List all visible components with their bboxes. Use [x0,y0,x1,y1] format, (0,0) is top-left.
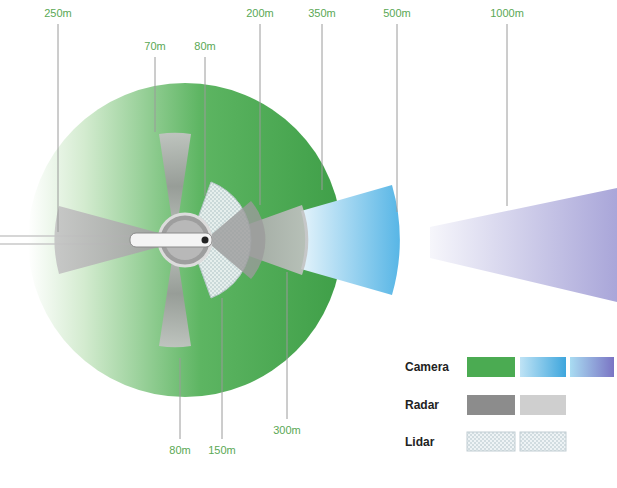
legend-swatch [467,395,515,415]
range-label: 150m [207,444,237,457]
legend-row: Lidar [405,432,467,452]
leader-lines [58,24,507,439]
range-label: 80m [168,444,191,457]
legend-swatch [520,357,566,377]
leader-line [322,24,323,190]
legend-swatch [467,432,515,451]
camera-surround-range [28,83,342,397]
car-body [130,233,212,247]
range-label: 200m [245,7,275,20]
legend-text: Lidar [405,435,434,449]
camera-mid-range [301,185,400,295]
leader-line [155,57,156,132]
leader-line [205,57,206,196]
leader-line [180,358,181,439]
range-label: 300m [272,424,302,437]
range-label: 70m [143,40,166,53]
radar-front-mid [205,201,265,279]
leader-line [287,272,288,419]
range-label: 80m [193,40,216,53]
leader-line [507,24,508,206]
legend-row: Camera [405,357,467,377]
legend-swatch [520,432,566,451]
range-label: 500m [382,7,412,20]
leader-line [260,24,261,205]
range-label: 1000m [489,7,525,20]
legend-row: Radar [405,395,467,415]
leader-line [58,24,59,232]
range-label: 250m [43,7,73,20]
legend-swatch [467,357,515,377]
leader-line [397,24,398,212]
legend-text: Camera [405,360,449,374]
car-sensor [202,237,209,244]
legend-swatch [520,395,566,415]
leader-line [222,298,223,439]
camera-long-range [430,188,617,302]
legend-text: Radar [405,398,439,412]
range-label: 350m [307,7,337,20]
legend-swatch [570,357,614,377]
